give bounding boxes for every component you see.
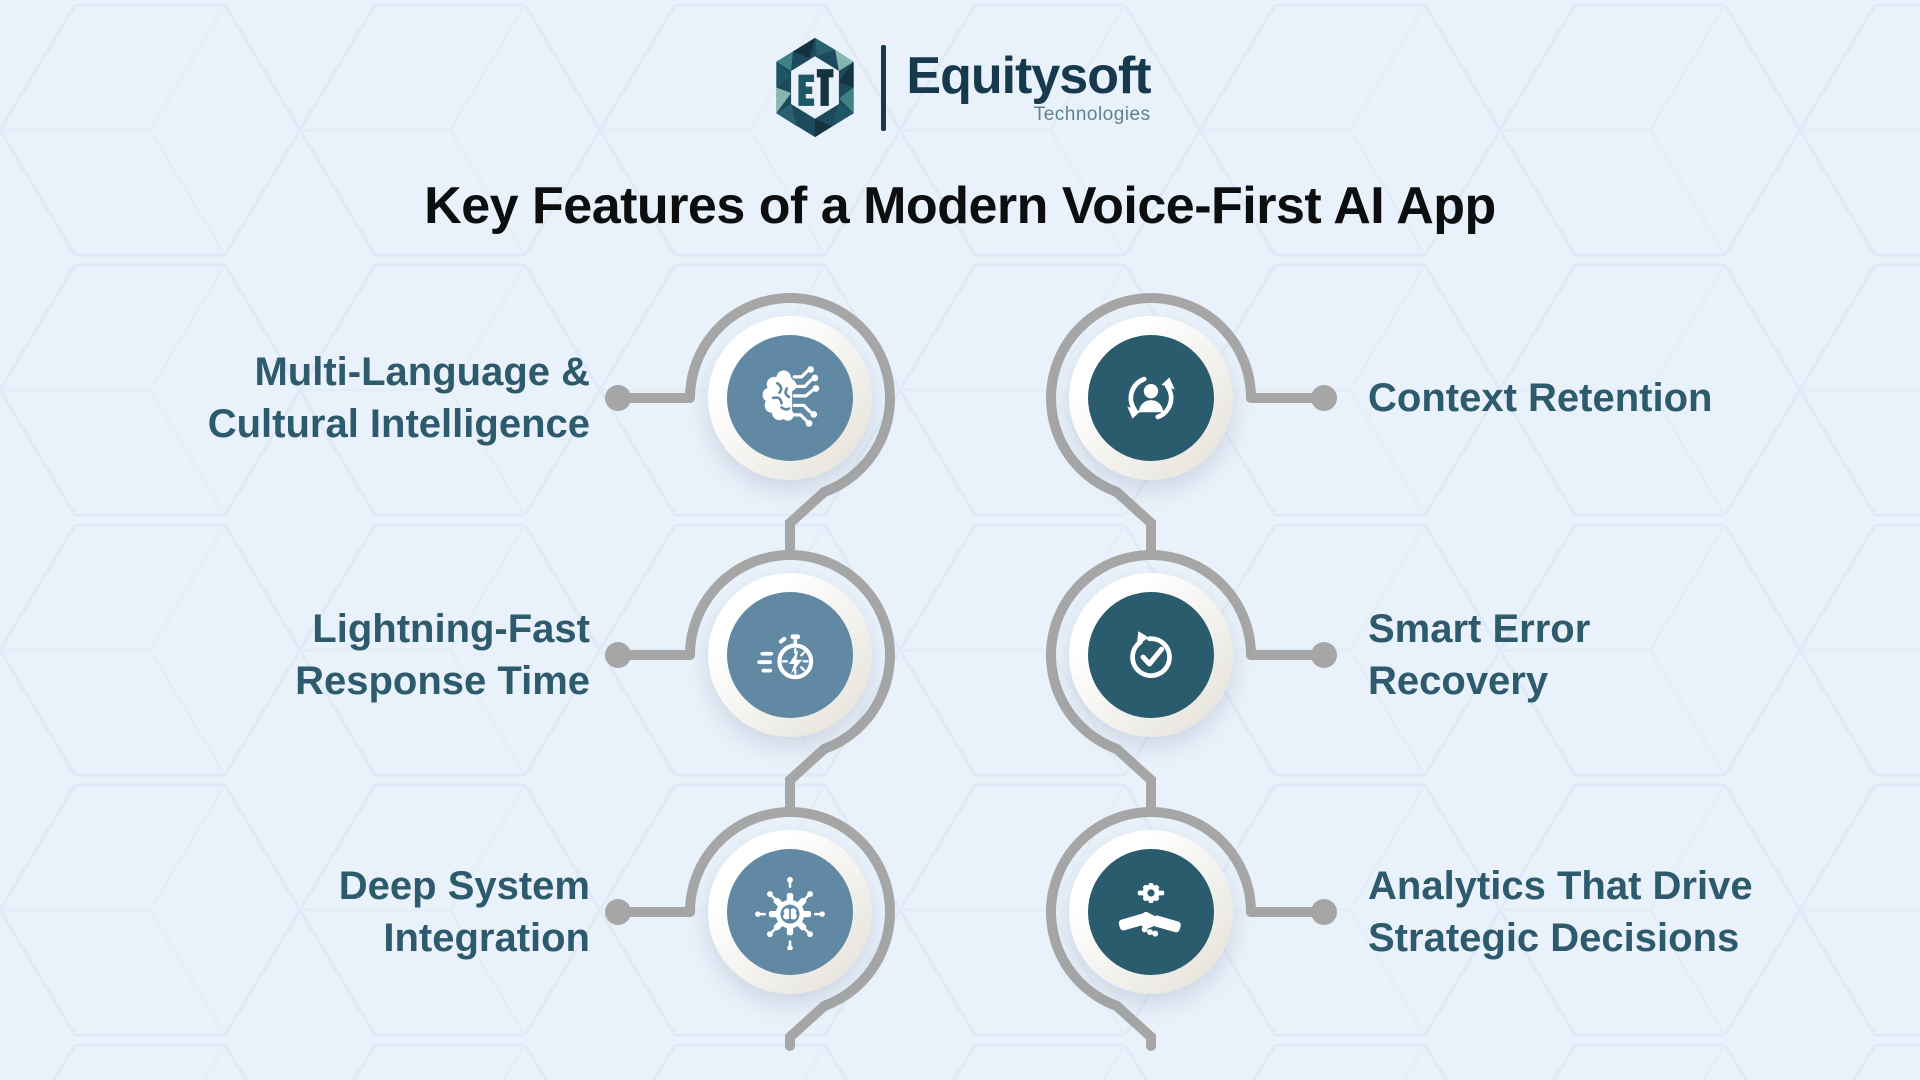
feature-node-context-retention [1069, 316, 1233, 480]
brand-name: Equitysoft [906, 46, 1151, 105]
feature-label-line: Strategic Decisions [1368, 916, 1740, 960]
logo: Equitysoft Technologies [0, 36, 1920, 139]
feature-label-deep-integration: Deep System Integration [30, 860, 590, 964]
logo-wordmark: Equitysoft Technologies [906, 46, 1151, 126]
feature-label-line: Smart Error [1368, 607, 1591, 651]
feature-label-line: Context Retention [1368, 376, 1713, 420]
hexagon-mosaic-logo-icon [776, 37, 855, 138]
feature-label-lightning-fast: Lightning-Fast Response Time [30, 603, 590, 707]
feature-label-line: Cultural Intelligence [207, 402, 590, 446]
feature-label-analytics: Analytics That Drive Strategic Decisions [1368, 860, 1920, 964]
feature-label-line: Lightning-Fast [312, 607, 590, 651]
feature-node-multi-language [708, 316, 872, 480]
feature-label-line: Recovery [1368, 659, 1549, 703]
brain-circuit-icon [762, 366, 820, 427]
feature-label-multi-language: Multi-Language & Cultural Intelligence [30, 346, 590, 450]
feature-node-analytics [1069, 830, 1233, 994]
feature-label-line: Integration [383, 916, 590, 960]
feature-node-deep-integration [708, 830, 872, 994]
retry-check-icon [1130, 631, 1172, 678]
brain-gear-circuit-icon [755, 876, 825, 950]
logo-divider [881, 44, 887, 131]
feature-node-smart-error-recovery [1069, 573, 1233, 737]
stopwatch-lightning-icon [757, 634, 814, 680]
brand-subtitle: Technologies [1033, 103, 1151, 125]
feature-label-line: Analytics That Drive [1368, 864, 1753, 908]
user-sync-icon [1127, 376, 1175, 420]
feature-label-line: Deep System [338, 864, 590, 908]
feature-label-line: Multi-Language & [254, 350, 590, 394]
feature-label-context-retention: Context Retention [1368, 372, 1920, 424]
handshake-gear-icon [1118, 882, 1181, 937]
feature-node-lightning-fast [708, 573, 872, 737]
feature-label-smart-error: Smart Error Recovery [1368, 603, 1920, 707]
feature-label-line: Response Time [295, 659, 590, 703]
page-title: Key Features of a Modern Voice-First AI … [424, 177, 1496, 235]
